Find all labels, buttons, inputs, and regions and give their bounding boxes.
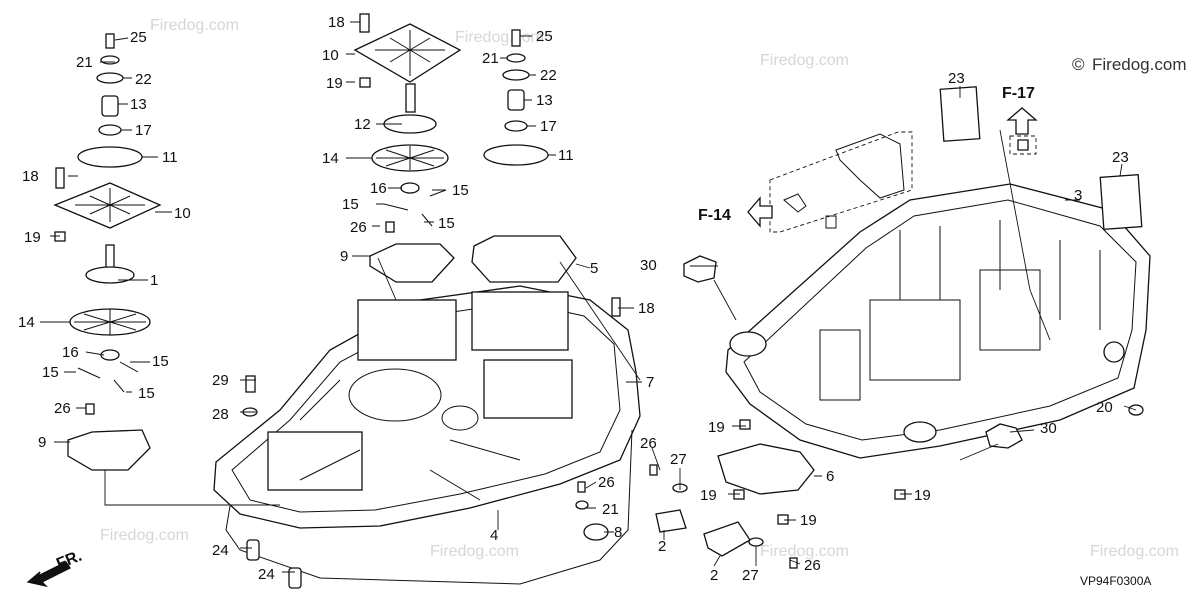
reference-arrows bbox=[747, 107, 1051, 341]
front-direction-arrow: FR. bbox=[26, 548, 84, 588]
watermark-corner-symbol: © bbox=[1072, 55, 1085, 74]
callout-7: 7 bbox=[646, 374, 654, 391]
callout-22: 22 bbox=[135, 71, 152, 88]
callout-12: 12 bbox=[354, 116, 371, 133]
callout-18: 18 bbox=[328, 14, 345, 31]
callout-19: 19 bbox=[24, 229, 41, 246]
callout-6: 6 bbox=[826, 468, 834, 485]
left-mount-stack bbox=[53, 33, 162, 471]
callout-19: 19 bbox=[700, 487, 717, 504]
center-mount-stack bbox=[353, 13, 577, 283]
callout-27: 27 bbox=[670, 451, 687, 468]
callout-11: 11 bbox=[162, 149, 178, 166]
callout-18: 18 bbox=[22, 168, 39, 185]
callout-19: 19 bbox=[914, 487, 931, 504]
watermark-text: Firedog.com bbox=[430, 543, 519, 560]
callout-17: 17 bbox=[135, 122, 152, 139]
diagram-code: VP94F0300A bbox=[1080, 574, 1151, 588]
callout-19: 19 bbox=[326, 75, 343, 92]
callout-26: 26 bbox=[54, 400, 71, 417]
watermark-text: Firedog.com bbox=[455, 29, 544, 46]
callout-24: 24 bbox=[258, 566, 275, 583]
watermark-text: Firedog.com bbox=[760, 543, 849, 560]
callout-26: 26 bbox=[640, 435, 657, 452]
callout-3: 3 bbox=[1074, 187, 1082, 204]
callout-23: 23 bbox=[1112, 149, 1129, 166]
watermark-layer: Firedog.com Firedog.com Firedog.com Fire… bbox=[100, 17, 1186, 560]
clip-parts bbox=[575, 464, 798, 569]
callout-2: 2 bbox=[710, 567, 718, 584]
callout-25: 25 bbox=[130, 29, 147, 46]
callout-15: 15 bbox=[152, 353, 169, 370]
callout-29: 29 bbox=[212, 372, 229, 389]
callout-11: 11 bbox=[558, 147, 574, 164]
callout-22: 22 bbox=[540, 67, 557, 84]
callout-9: 9 bbox=[340, 248, 348, 265]
watermark-text: Firedog.com bbox=[760, 52, 849, 69]
callout-13: 13 bbox=[130, 96, 147, 113]
callout-4: 4 bbox=[490, 527, 498, 544]
callout-9: 9 bbox=[38, 434, 46, 451]
callout-15: 15 bbox=[42, 364, 59, 381]
callout-1: 1 bbox=[150, 272, 158, 289]
callout-17: 17 bbox=[540, 118, 557, 135]
callout-16: 16 bbox=[370, 180, 387, 197]
watermark-text: Firedog.com bbox=[150, 17, 239, 34]
fr-label: FR. bbox=[54, 548, 84, 573]
callout-21: 21 bbox=[602, 501, 619, 518]
callout-15: 15 bbox=[452, 182, 469, 199]
callout-14: 14 bbox=[18, 314, 35, 331]
callout-15: 15 bbox=[438, 215, 455, 232]
callout-10: 10 bbox=[174, 205, 191, 222]
callout-14: 14 bbox=[322, 150, 339, 167]
body-cover-assembly bbox=[213, 285, 641, 589]
callout-28: 28 bbox=[212, 406, 229, 423]
callout-30: 30 bbox=[1040, 420, 1057, 437]
callout-2: 2 bbox=[658, 538, 666, 555]
callout-15: 15 bbox=[138, 385, 155, 402]
callout-23: 23 bbox=[948, 70, 965, 87]
watermark-corner-text: Firedog.com bbox=[1092, 55, 1186, 74]
leader-lines bbox=[40, 21, 1137, 573]
callout-26: 26 bbox=[804, 557, 821, 574]
callout-19: 19 bbox=[708, 419, 725, 436]
callout-5: 5 bbox=[590, 260, 598, 277]
watermark-text: Firedog.com bbox=[1090, 543, 1179, 560]
callout-24: 24 bbox=[212, 542, 229, 559]
callout-30: 30 bbox=[640, 257, 657, 274]
callout-15: 15 bbox=[342, 196, 359, 213]
watermark-text: Firedog.com bbox=[100, 527, 189, 544]
callout-10: 10 bbox=[322, 47, 339, 64]
callout-16: 16 bbox=[62, 344, 79, 361]
right-mount-stack bbox=[483, 29, 549, 166]
ref-label-f14: F-14 bbox=[698, 207, 731, 224]
callout-8: 8 bbox=[614, 524, 622, 541]
callout-20: 20 bbox=[1096, 399, 1113, 416]
callout-21: 21 bbox=[482, 50, 499, 67]
callout-26: 26 bbox=[350, 219, 367, 236]
callout-18: 18 bbox=[638, 300, 655, 317]
callout-27: 27 bbox=[742, 567, 759, 584]
chassis-assembly bbox=[683, 86, 1151, 525]
callout-25: 25 bbox=[536, 28, 553, 45]
callout-labels: 25 21 22 13 17 11 18 10 19 1 14 16 15 15… bbox=[18, 14, 1129, 584]
ref-box-f14 bbox=[769, 131, 913, 233]
callout-26: 26 bbox=[598, 474, 615, 491]
callout-21: 21 bbox=[76, 54, 93, 71]
ref-label-f17: F-17 bbox=[1002, 85, 1035, 102]
callout-19: 19 bbox=[800, 512, 817, 529]
callout-13: 13 bbox=[536, 92, 553, 109]
